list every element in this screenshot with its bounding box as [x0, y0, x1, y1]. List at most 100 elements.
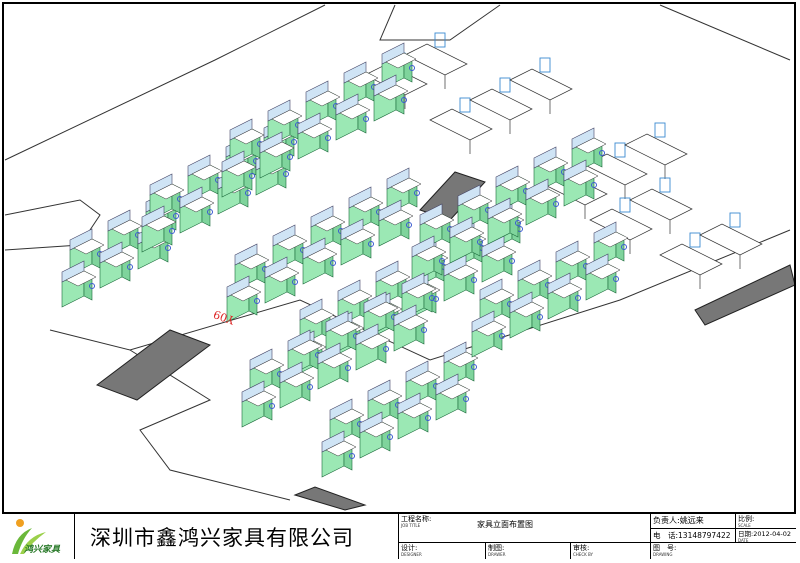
chair-icon: [659, 177, 671, 193]
workstation: [310, 205, 346, 253]
chair-icon: [207, 209, 213, 215]
workstation: [267, 99, 303, 147]
chair-icon: [330, 260, 336, 266]
workstation: [302, 237, 338, 285]
workstation: [517, 259, 553, 307]
chair-icon: [89, 283, 95, 289]
drawer-sub: DRAWER: [488, 552, 506, 557]
workstation: [241, 380, 277, 428]
workstation: [226, 275, 262, 323]
workstation: [393, 304, 429, 352]
workstation: [340, 218, 376, 266]
workstation: [386, 167, 422, 215]
training-desk: [429, 97, 493, 154]
job-title-cell: 工程名称: JOB TITLE: [398, 514, 650, 543]
chair-icon: [349, 453, 355, 459]
manager-value: 姚远来: [679, 516, 704, 525]
chair-icon: [515, 220, 521, 226]
chair-icon: [434, 32, 446, 48]
workstation: [259, 131, 295, 179]
chair-icon: [283, 171, 289, 177]
company-name: 深圳市鑫鸿兴家具有限公司: [90, 526, 354, 550]
phone-label: 电 话:: [653, 531, 679, 540]
chair-icon: [292, 279, 298, 285]
workstation: [547, 272, 583, 320]
workstation: [457, 184, 493, 232]
chair-icon: [291, 139, 297, 145]
workstation: [443, 254, 479, 302]
chair-icon: [499, 77, 511, 93]
chair-icon: [477, 239, 483, 245]
chair-icon: [127, 264, 133, 270]
job-title-sub: JOB TITLE: [401, 523, 421, 528]
chair-icon: [368, 241, 374, 247]
workstation: [61, 260, 97, 308]
date-label: 日期:: [738, 530, 754, 538]
workstation: [221, 150, 257, 198]
chair-icon: [439, 258, 445, 264]
workstation: [179, 186, 215, 234]
scale-sub: SCALE: [738, 523, 751, 528]
chair-icon: [363, 116, 369, 122]
workstation: [411, 235, 447, 283]
chair-icon: [539, 57, 551, 73]
check-cell: 审核:CHECK BY: [570, 543, 650, 559]
manager-label: 负责人:: [653, 516, 680, 525]
chair-icon: [409, 65, 415, 71]
workstation: [297, 112, 333, 160]
job-title-value: 家具立面布置图: [477, 520, 533, 529]
chair-icon: [254, 298, 260, 304]
designer-label: 设计:: [401, 544, 418, 552]
chair-icon: [387, 434, 393, 440]
logo-text: 鸿兴家具: [24, 545, 61, 555]
chair-icon: [421, 327, 427, 333]
chair-icon: [599, 150, 605, 156]
workstation: [321, 430, 357, 478]
workstation: [563, 159, 599, 207]
chair-icon: [169, 228, 175, 234]
check-sub: CHECK BY: [573, 552, 593, 557]
drawing-no-sub: DRAWING: [653, 552, 673, 557]
chair-icon: [463, 396, 469, 402]
chair-icon: [173, 213, 179, 219]
workstation: [335, 93, 371, 141]
workstation: [264, 256, 300, 304]
chair-icon: [249, 173, 255, 179]
training-desk: [629, 177, 693, 234]
training-desk: [624, 122, 688, 179]
workstation: [525, 178, 561, 226]
drawer-cell: 制图:DRAWER: [485, 543, 570, 559]
chair-icon: [621, 244, 627, 250]
date-value: 2012-04-02: [753, 530, 791, 538]
training-desk: [404, 32, 468, 89]
chair-icon: [729, 212, 741, 228]
training-desk: [659, 232, 723, 289]
chair-icon: [269, 403, 275, 409]
job-title-label: 工程名称:: [401, 515, 432, 523]
workstation: [279, 361, 315, 409]
chair-icon: [307, 384, 313, 390]
check-label: 审核:: [573, 544, 590, 552]
workstation: [481, 235, 517, 283]
workstation: [435, 373, 471, 421]
workstation: [359, 411, 395, 459]
workstation: [355, 323, 391, 371]
workstation: [141, 205, 177, 253]
workstation: [555, 240, 591, 288]
chair-icon: [401, 97, 407, 103]
chair-icon: [614, 142, 626, 158]
chair-icon: [459, 97, 471, 113]
chair-icon: [591, 182, 597, 188]
floor-block: [293, 486, 367, 511]
workstation: [381, 42, 417, 90]
chair-icon: [509, 258, 515, 264]
workstation: [509, 291, 545, 339]
chair-icon: [499, 333, 505, 339]
chair-icon: [575, 295, 581, 301]
workstation: [487, 197, 523, 245]
workstation: [378, 199, 414, 247]
workstation: [99, 241, 135, 289]
chair-icon: [613, 276, 619, 282]
chair-icon: [245, 190, 251, 196]
